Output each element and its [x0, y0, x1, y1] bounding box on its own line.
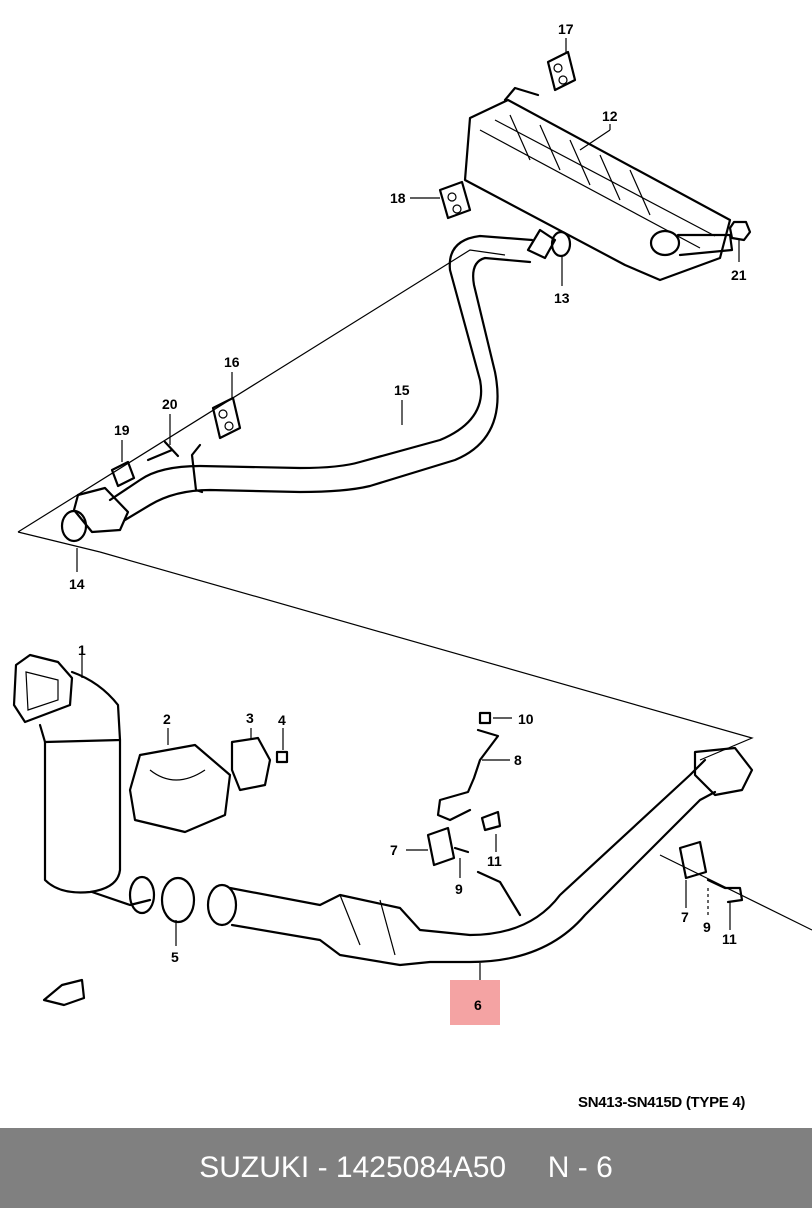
diagram-position: N - 6: [547, 1151, 613, 1184]
bolt-4: [275, 750, 289, 764]
exhaust-system-diagram: 17 12 18 13 21 15 16 20 19 14 1 2 3 4 5 …: [12, 21, 812, 1025]
callout-4: 4: [278, 712, 286, 728]
bracket-3: [230, 736, 272, 792]
callout-11a: 11: [487, 853, 502, 869]
callout-21: 21: [731, 267, 747, 283]
front-arrow-icon: [42, 978, 86, 1007]
hanger-rubber-16: [211, 396, 242, 440]
callout-7a: 7: [390, 842, 398, 858]
callout-9a: 9: [455, 881, 463, 897]
bolt-9b-11b: [706, 878, 744, 904]
heat-shield-2: [128, 743, 232, 834]
highlight-box-6: [450, 980, 500, 1025]
callout-10: 10: [518, 711, 534, 727]
callout-16: 16: [224, 354, 240, 370]
callout-14: 14: [69, 576, 85, 592]
bolt-10: [478, 711, 492, 725]
center-pipe: [108, 234, 534, 522]
caption-separator: -: [309, 1151, 336, 1184]
gasket-14: [60, 509, 88, 543]
callout-20: 20: [162, 396, 178, 412]
callout-8: 8: [514, 752, 522, 768]
caption-gap: [506, 1151, 548, 1185]
callout-15: 15: [394, 382, 410, 398]
callout-5: 5: [171, 949, 179, 965]
bolt-11a: [480, 810, 502, 832]
bolt-9a: [453, 846, 470, 854]
muffler: [463, 86, 734, 282]
callout-11b: 11: [722, 931, 737, 947]
bracket-8: [436, 728, 500, 822]
callout-18: 18: [390, 190, 406, 206]
callout-17: 17: [558, 21, 574, 37]
leader-lines: [76, 38, 740, 980]
callout-19: 19: [114, 422, 130, 438]
part-caption-bar: SUZUKI - 1425084A50 N - 6: [0, 1128, 812, 1208]
bolt-20: [146, 440, 180, 462]
clamp-5: [128, 875, 238, 927]
brand-name: SUZUKI: [199, 1151, 310, 1184]
lower-assembly-plane: [99, 551, 812, 931]
diagram-revision-label: SN413-SN415D (TYPE 4): [578, 1094, 746, 1111]
callout-13: 13: [554, 290, 570, 306]
callout-2: 2: [163, 711, 171, 727]
hanger-rubber-17: [546, 50, 577, 92]
catalytic-converter: [12, 653, 152, 907]
hanger-rubber-7b: [678, 840, 708, 880]
callout-3: 3: [246, 710, 254, 726]
part-number: 1425084A50: [335, 1151, 507, 1184]
callout-6: 6: [474, 997, 482, 1013]
callout-12: 12: [602, 108, 618, 124]
callout-9b: 9: [703, 919, 711, 935]
upper-assembly-plane: [17, 249, 506, 553]
hanger-rubber-7a: [426, 826, 456, 867]
callout-1: 1: [78, 642, 86, 658]
gasket-13: [550, 230, 572, 258]
front-pipe: [228, 746, 754, 967]
hanger-rubber-18: [438, 180, 472, 220]
callout-7b: 7: [681, 909, 689, 925]
nut-21: [728, 220, 752, 242]
spring-19: [110, 460, 136, 488]
